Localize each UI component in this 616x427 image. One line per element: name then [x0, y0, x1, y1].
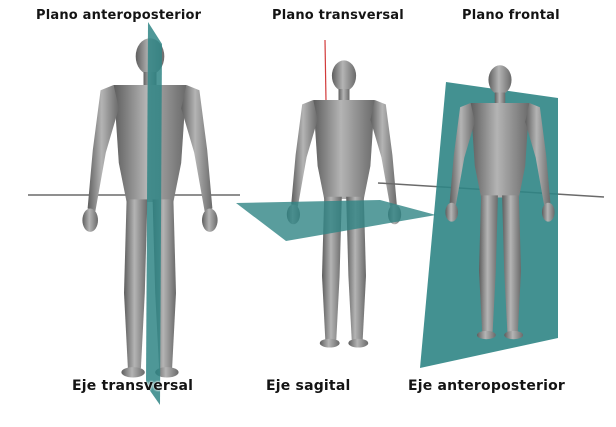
label-plano-transversal: Plano transversal	[272, 8, 404, 23]
label-plano-frontal: Plano frontal	[462, 8, 560, 23]
plane-anteroposterior	[146, 22, 162, 405]
label-eje-transversal: Eje transversal	[72, 378, 193, 394]
label-eje-anteroposterior: Eje anteroposterior	[408, 378, 565, 394]
label-eje-sagital: Eje sagital	[266, 378, 350, 394]
label-plano-anteroposterior: Plano anteroposterior	[36, 8, 201, 23]
